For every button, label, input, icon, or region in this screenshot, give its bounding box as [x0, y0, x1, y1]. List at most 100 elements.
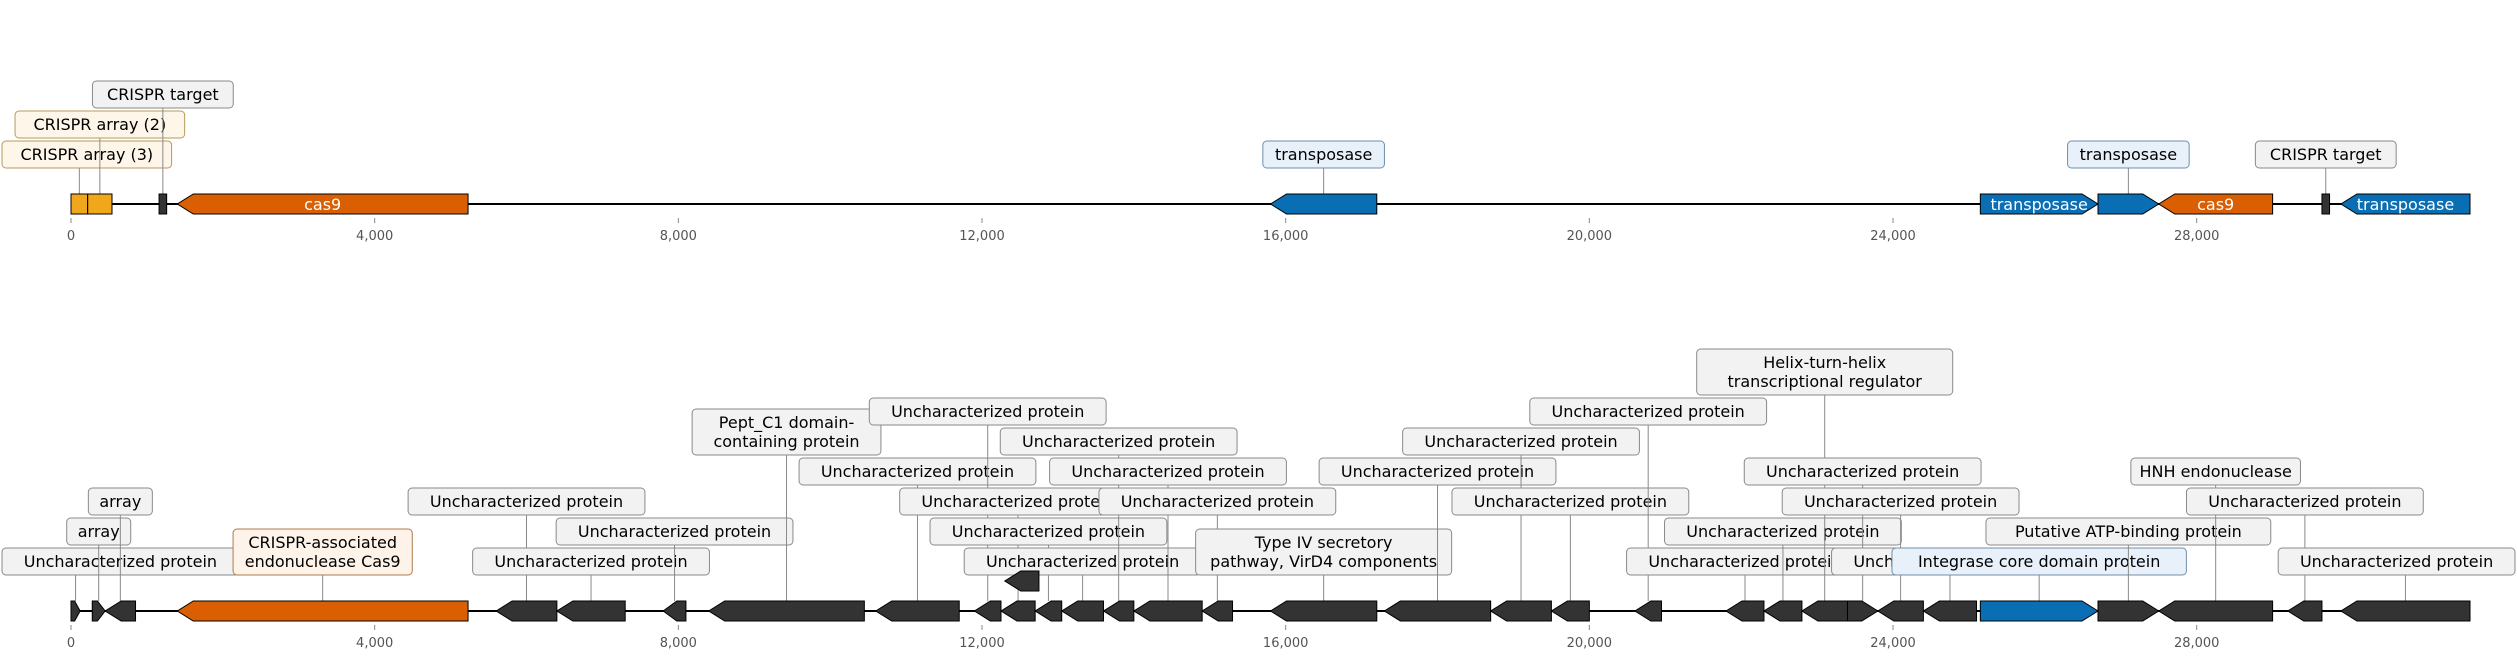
gene-feature[interactable]: [874, 600, 960, 622]
label-box: [1049, 457, 1287, 486]
gene-feature[interactable]: [1979, 193, 2099, 215]
gene-feature[interactable]: [2339, 193, 2471, 215]
gene-feature[interactable]: [91, 600, 106, 622]
gene-feature[interactable]: [176, 600, 469, 622]
label-box: [1781, 487, 2020, 516]
gene-label-text: transposase: [2080, 145, 2177, 164]
gene-feature[interactable]: [70, 193, 89, 215]
gene-label-text: Pept_C1 domain-: [719, 413, 854, 433]
gene-label-text: Uncharacterized protein: [1648, 552, 1841, 571]
feature-layer: [70, 570, 2471, 622]
gene-feature[interactable]: [1000, 600, 1036, 622]
label-box: [2185, 487, 2424, 516]
axis-tick-label: 12,000: [959, 229, 1005, 244]
label-box: [14, 110, 186, 139]
gene-feature[interactable]: [1763, 600, 1803, 622]
gene-feature[interactable]: [1489, 600, 1552, 622]
axis-tick-label: 4,000: [356, 636, 393, 651]
axis-tick-label: 0: [67, 229, 75, 244]
gene-feature[interactable]: [1633, 600, 1662, 622]
gene-label-text: CRISPR target: [2270, 145, 2382, 164]
label-box: [868, 397, 1107, 426]
gene-label-text: containing protein: [713, 432, 859, 451]
gene-label-text: CRISPR array (3): [20, 145, 153, 164]
gene-feature[interactable]: [495, 600, 558, 622]
gene-feature[interactable]: [158, 193, 168, 215]
label-layer: Uncharacterized proteinarrayarrayCRISPR-…: [1, 348, 2516, 601]
gene-feature[interactable]: [87, 193, 113, 215]
gene-feature[interactable]: [2097, 600, 2160, 622]
axis-tick-label: 20,000: [1567, 636, 1613, 651]
gene-label-text: Uncharacterized protein: [952, 522, 1145, 541]
label-box: [472, 547, 710, 576]
axis-tick-label: 8,000: [660, 636, 697, 651]
label-box: [87, 487, 153, 516]
gene-feature[interactable]: [1269, 600, 1378, 622]
gene-inside-label: transposase: [2357, 195, 2454, 214]
gene-label-text: Uncharacterized protein: [821, 462, 1014, 481]
gene-feature[interactable]: [1846, 600, 1879, 622]
gene-feature[interactable]: [1269, 193, 1378, 215]
axis-tick-label: 0: [67, 636, 75, 651]
gene-label-text: Uncharacterized protein: [578, 522, 771, 541]
gene-feature[interactable]: [707, 600, 865, 622]
gene-feature[interactable]: [555, 600, 626, 622]
gene-feature[interactable]: [1550, 600, 1590, 622]
gene-feature[interactable]: [104, 600, 137, 622]
gene-feature[interactable]: [70, 600, 81, 622]
gene-feature[interactable]: [2339, 600, 2471, 622]
gene-label-text: Uncharacterized protein: [1022, 432, 1215, 451]
gene-feature[interactable]: [1725, 600, 1765, 622]
gene-feature[interactable]: [1034, 600, 1063, 622]
gene-feature[interactable]: [662, 600, 687, 622]
axis-tick-label: 24,000: [1870, 636, 1916, 651]
gene-feature[interactable]: [1102, 600, 1135, 622]
gene-label-text: Uncharacterized protein: [2208, 492, 2401, 511]
gene-feature[interactable]: [176, 193, 469, 215]
label-box: [929, 517, 1168, 546]
gene-feature[interactable]: [2286, 600, 2323, 622]
gene-feature[interactable]: [1132, 600, 1203, 622]
label-box: [1891, 547, 2187, 576]
gene-feature[interactable]: [2157, 600, 2274, 622]
gene-label-text: Uncharacterized protein: [1686, 522, 1879, 541]
label-box: [1098, 487, 1337, 516]
gene-label-text: pathway, VirD4 components: [1210, 552, 1437, 571]
label-box: [2130, 457, 2301, 486]
axis-tick-label: 12,000: [959, 636, 1005, 651]
axis-tick-label: 28,000: [2174, 229, 2220, 244]
axis-tick-label: 16,000: [1263, 229, 1309, 244]
gene-feature[interactable]: [1922, 600, 1978, 622]
label-box: [1195, 528, 1453, 576]
label-box: [66, 517, 132, 546]
gene-feature[interactable]: [1201, 600, 1234, 622]
gene-label-text: Uncharacterized protein: [2300, 552, 2493, 571]
gene-label-text: Uncharacterized protein: [430, 492, 623, 511]
gene-feature[interactable]: [2321, 193, 2331, 215]
axis-tick-label: 24,000: [1870, 229, 1916, 244]
label-box: [2254, 140, 2397, 169]
gene-feature[interactable]: [2097, 193, 2160, 215]
gene-feature[interactable]: [1979, 600, 2099, 622]
label-box: [555, 517, 794, 546]
gene-label-text: Uncharacterized protein: [1804, 492, 1997, 511]
gene-feature[interactable]: [973, 600, 1002, 622]
label-box: [2277, 547, 2516, 576]
gene-feature[interactable]: [2157, 193, 2274, 215]
label-box: [1402, 427, 1640, 456]
gene-feature-raised[interactable]: [1003, 570, 1040, 592]
gene-feature[interactable]: [1800, 600, 1848, 622]
label-box: [1664, 517, 1902, 546]
gene-feature[interactable]: [1383, 600, 1492, 622]
gene-label-text: endonuclease Cas9: [245, 552, 401, 571]
axis-tick-label: 20,000: [1567, 229, 1613, 244]
gene-feature[interactable]: [1876, 600, 1924, 622]
label-box: [407, 487, 646, 516]
gene-feature[interactable]: [1060, 600, 1104, 622]
gene-label-text: Putative ATP-binding protein: [2015, 522, 2242, 541]
gene-label-text: HNH endonuclease: [2139, 462, 2291, 481]
